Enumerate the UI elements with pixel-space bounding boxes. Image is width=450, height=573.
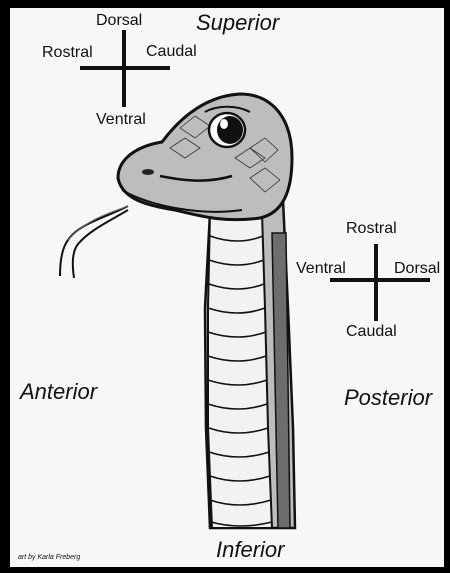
posterior-label: Posterior bbox=[344, 387, 432, 409]
neck-compass-cross bbox=[330, 244, 430, 321]
artist-credit: art by Karla Freberg bbox=[18, 554, 80, 561]
head-compass-top-label: Dorsal bbox=[96, 13, 142, 29]
head-compass-bottom-label: Ventral bbox=[96, 112, 146, 128]
neck-compass-right-label: Dorsal bbox=[394, 261, 440, 277]
snake-tongue bbox=[60, 206, 128, 278]
neck-compass-bottom-label: Caudal bbox=[346, 324, 397, 340]
neck-compass-top-label: Rostral bbox=[346, 221, 397, 237]
head-compass-right-label: Caudal bbox=[146, 44, 197, 60]
eye-icon bbox=[209, 113, 245, 147]
anatomy-diagram: Superior Inferior Anterior Posterior Dor… bbox=[10, 8, 444, 567]
head-compass-cross bbox=[80, 30, 170, 107]
anterior-label: Anterior bbox=[20, 381, 97, 403]
head-compass-left-label: Rostral bbox=[42, 45, 93, 61]
neck-compass-left-label: Ventral bbox=[296, 261, 346, 277]
superior-label: Superior bbox=[196, 12, 279, 34]
snake-illustration bbox=[10, 8, 444, 567]
snake-neck bbox=[205, 178, 295, 528]
nostril-icon bbox=[142, 169, 154, 175]
inferior-label: Inferior bbox=[216, 539, 284, 561]
